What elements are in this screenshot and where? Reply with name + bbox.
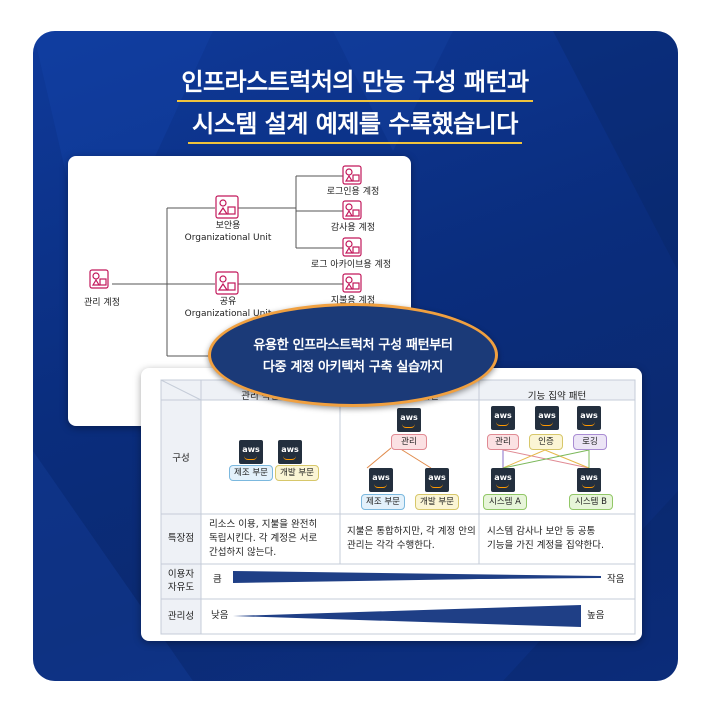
tag-authentication: 인증 — [529, 434, 563, 450]
aws-icon: aws — [425, 468, 449, 492]
row-label-structure: 구성 — [172, 453, 190, 464]
tag-development: 개발 부문 — [275, 465, 319, 481]
manageability-left-label: 낮음 — [211, 610, 229, 621]
aws-icon: aws — [239, 440, 263, 464]
row-label-freedom-2: 자유도 — [167, 582, 195, 593]
row-label-feature: 특장점 — [167, 533, 195, 544]
aws-icon: aws — [491, 468, 515, 492]
freedom-right-label: 작음 — [607, 574, 625, 585]
aws-icon: aws — [577, 468, 601, 492]
root-account-label: 관리 계정 — [84, 298, 120, 308]
comparison-table-card: 관리 독립 패턴 지불 통합 패턴 기능 집약 패턴 구성 특장점 이용자 자유… — [141, 368, 642, 641]
aws-icon: aws — [577, 406, 601, 430]
headline-line-1: 인프라스트럭처의 만능 구성 패턴과 — [0, 62, 710, 102]
headline-line-2: 시스템 설계 예제를 수록했습니다 — [0, 104, 710, 144]
aws-icon: aws — [397, 408, 421, 432]
login-account-label: 로그인용 계정 — [326, 187, 380, 197]
aws-icon: aws — [369, 468, 393, 492]
tag-system-a: 시스템 A — [483, 494, 527, 510]
log-archive-account-label: 로그 아카이브용 계정 — [310, 260, 392, 270]
audit-account-label: 감사용 계정 — [330, 223, 376, 233]
shared-ou-label-2: Organizational Unit — [184, 309, 272, 319]
table-grid — [160, 379, 636, 635]
manageability-right-label: 높음 — [587, 610, 605, 621]
row-label-freedom-1: 이용자 — [167, 569, 195, 580]
callout-bubble — [208, 303, 498, 407]
feature-text-pattern-2: 지불은 통합하지만, 각 계정 안의 관리는 각각 수행한다. — [347, 526, 476, 551]
security-ou-label-2: Organizational Unit — [184, 233, 272, 243]
org-chart-connectors — [89, 165, 362, 357]
billing-account-label: 지불용 계정 — [330, 296, 376, 306]
tag-system-b: 시스템 B — [569, 494, 613, 510]
callout-line-2: 다중 계정 아키텍처 구축 실습까지 — [262, 360, 444, 375]
aws-icon: aws — [535, 406, 559, 430]
callout-line-1: 유용한 인프라스트럭처 구성 패턴부터 — [253, 338, 453, 353]
aws-icon: aws — [278, 440, 302, 464]
tag-manufacturing: 제조 부문 — [229, 465, 273, 481]
aws-icon: aws — [491, 406, 515, 430]
tag-logging: 로깅 — [573, 434, 607, 450]
feature-text-pattern-1: 리소스 이용, 지불을 완전히 독립시킨다. 각 계정은 서로 간섭하지 않는다… — [209, 519, 318, 558]
freedom-left-label: 큼 — [213, 574, 222, 585]
tag-management: 관리 — [487, 434, 519, 450]
row-label-manageability: 관리성 — [167, 611, 195, 622]
column-header-3: 기능 집약 패턴 — [527, 391, 587, 402]
tag-management: 관리 — [391, 434, 427, 450]
feature-text-pattern-3: 시스템 감사나 보안 등 공통 기능을 가진 계정을 집약한다. — [487, 526, 604, 551]
tag-development: 개발 부문 — [415, 494, 459, 510]
security-ou-label-1: 보안용 — [215, 221, 241, 231]
tag-manufacturing: 제조 부문 — [361, 494, 405, 510]
shared-ou-label-1: 공유 — [219, 297, 237, 307]
